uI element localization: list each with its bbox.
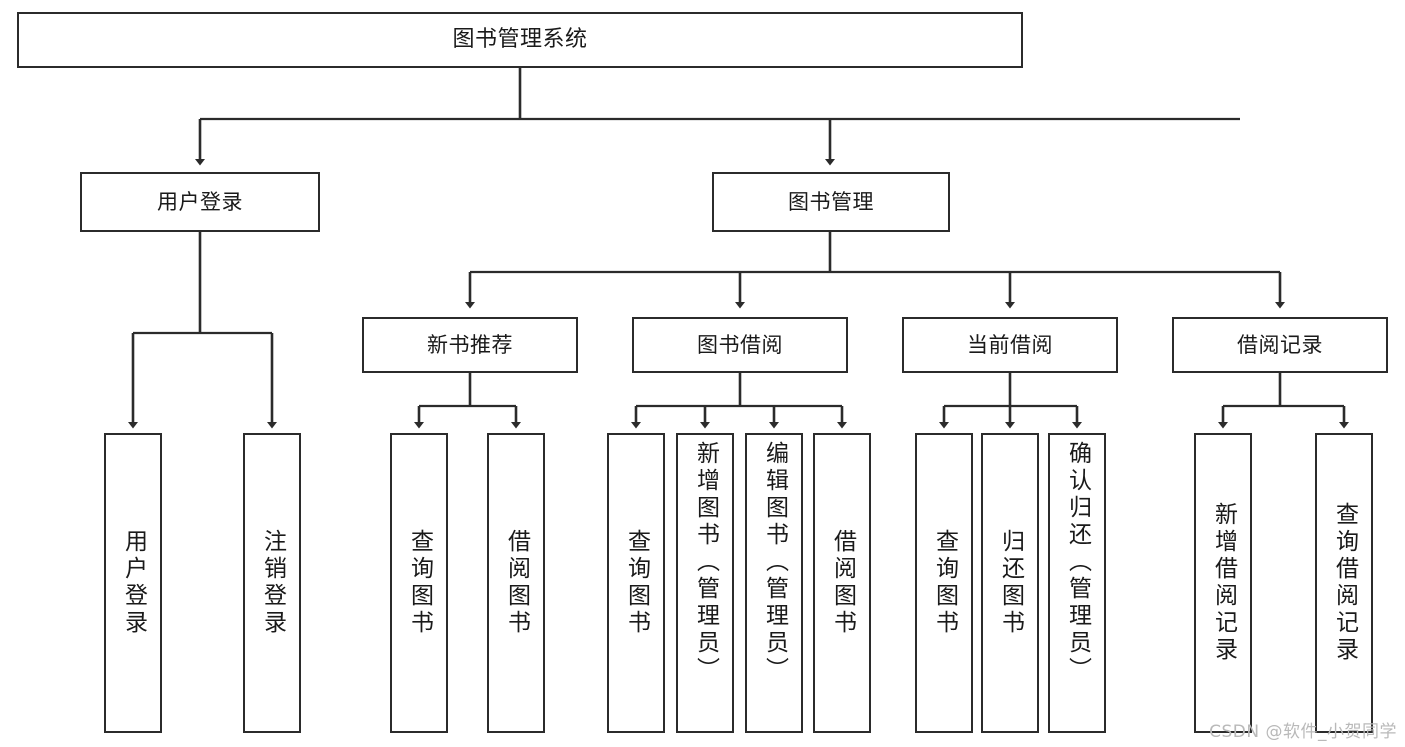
node-label: 图书管理 (788, 189, 874, 214)
node-label: 查询借阅记录 (1331, 502, 1358, 664)
leaf-current-confirm-return-admin[interactable]: 确认归还（管理员） (1048, 433, 1106, 733)
node-label: 借阅图书 (829, 529, 856, 637)
leaf-borrow-borrow-book[interactable]: 借阅图书 (813, 433, 871, 733)
node-label: 用户登录 (157, 189, 243, 214)
leaf-borrow-edit-book-admin[interactable]: 编辑图书（管理员） (745, 433, 803, 733)
node-label: 借阅图书 (503, 529, 530, 637)
node-label: 图书借阅 (697, 332, 783, 357)
node-label: 归还图书 (997, 529, 1024, 637)
leaf-current-query-book[interactable]: 查询图书 (915, 433, 973, 733)
node-new-book-recommend[interactable]: 新书推荐 (362, 317, 578, 373)
node-label: 查询图书 (931, 529, 958, 637)
node-label: 注销登录 (259, 529, 286, 637)
node-label: 图书管理系统 (452, 27, 588, 53)
node-root-book-management-system[interactable]: 图书管理系统 (17, 12, 1023, 68)
node-label: 用户登录 (120, 529, 147, 637)
leaf-current-return-book[interactable]: 归还图书 (981, 433, 1039, 733)
leaf-newbook-borrow-book[interactable]: 借阅图书 (487, 433, 545, 733)
leaf-record-add-borrow-record[interactable]: 新增借阅记录 (1194, 433, 1252, 733)
node-user-login[interactable]: 用户登录 (80, 172, 320, 232)
node-book-management[interactable]: 图书管理 (712, 172, 950, 232)
node-label: 新增借阅记录 (1210, 502, 1237, 664)
leaf-user-login-login[interactable]: 用户登录 (104, 433, 162, 733)
node-label: 编辑图书（管理员） (761, 441, 788, 684)
leaf-record-query-borrow-record[interactable]: 查询借阅记录 (1315, 433, 1373, 733)
node-book-borrow[interactable]: 图书借阅 (632, 317, 848, 373)
leaf-newbook-query-book[interactable]: 查询图书 (390, 433, 448, 733)
node-label: 当前借阅 (967, 332, 1053, 357)
node-label: 新增图书（管理员） (692, 441, 719, 684)
node-label: 借阅记录 (1237, 332, 1323, 357)
node-label: 确认归还（管理员） (1064, 441, 1091, 684)
node-label: 查询图书 (406, 529, 433, 637)
node-label: 查询图书 (623, 529, 650, 637)
leaf-user-login-logout[interactable]: 注销登录 (243, 433, 301, 733)
node-current-borrow[interactable]: 当前借阅 (902, 317, 1118, 373)
leaf-borrow-add-book-admin[interactable]: 新增图书（管理员） (676, 433, 734, 733)
leaf-borrow-query-book[interactable]: 查询图书 (607, 433, 665, 733)
node-label: 新书推荐 (427, 332, 513, 357)
node-borrow-record[interactable]: 借阅记录 (1172, 317, 1388, 373)
watermark: CSDN @软件_小贺同学 (1209, 722, 1397, 742)
